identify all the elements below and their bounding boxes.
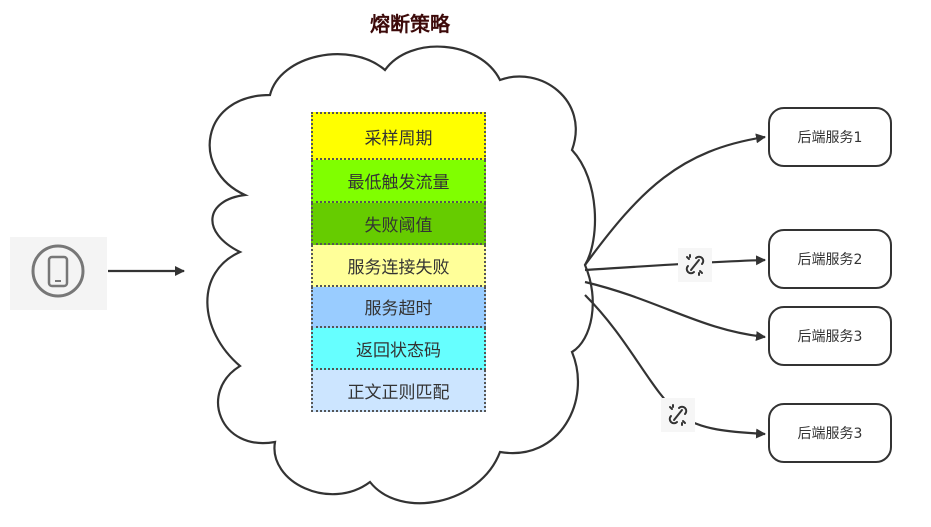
strategy-list: 采样周期 最低触发流量 失败阈值 服务连接失败 服务超时 返回状态码 正文正则匹…: [311, 112, 486, 412]
backend-service-2: 后端服务2: [768, 229, 892, 289]
link-service-1: [584, 133, 766, 266]
strategy-min-traffic: 最低触发流量: [311, 160, 486, 203]
strategy-failure-threshold: 失败阈值: [311, 203, 486, 245]
backend-service-1: 后端服务1: [768, 107, 892, 167]
strategy-timeout: 服务超时: [311, 287, 486, 328]
client-device: [10, 237, 107, 310]
backend-service-3-duplicate: 后端服务3: [768, 403, 892, 463]
mobile-phone-icon: [31, 244, 85, 298]
strategy-status-code: 返回状态码: [311, 328, 486, 370]
broken-link-icon: [678, 248, 712, 282]
broken-link-icon: [661, 398, 695, 432]
backend-service-3: 后端服务3: [768, 306, 892, 366]
diagram-title: 熔断策略: [370, 12, 450, 36]
strategy-connection-failure: 服务连接失败: [311, 245, 486, 287]
link-service-2: [584, 255, 766, 272]
strategy-body-regex: 正文正则匹配: [311, 370, 486, 412]
strategy-sampling-period: 采样周期: [311, 112, 486, 160]
link-service-3a: [584, 280, 766, 342]
